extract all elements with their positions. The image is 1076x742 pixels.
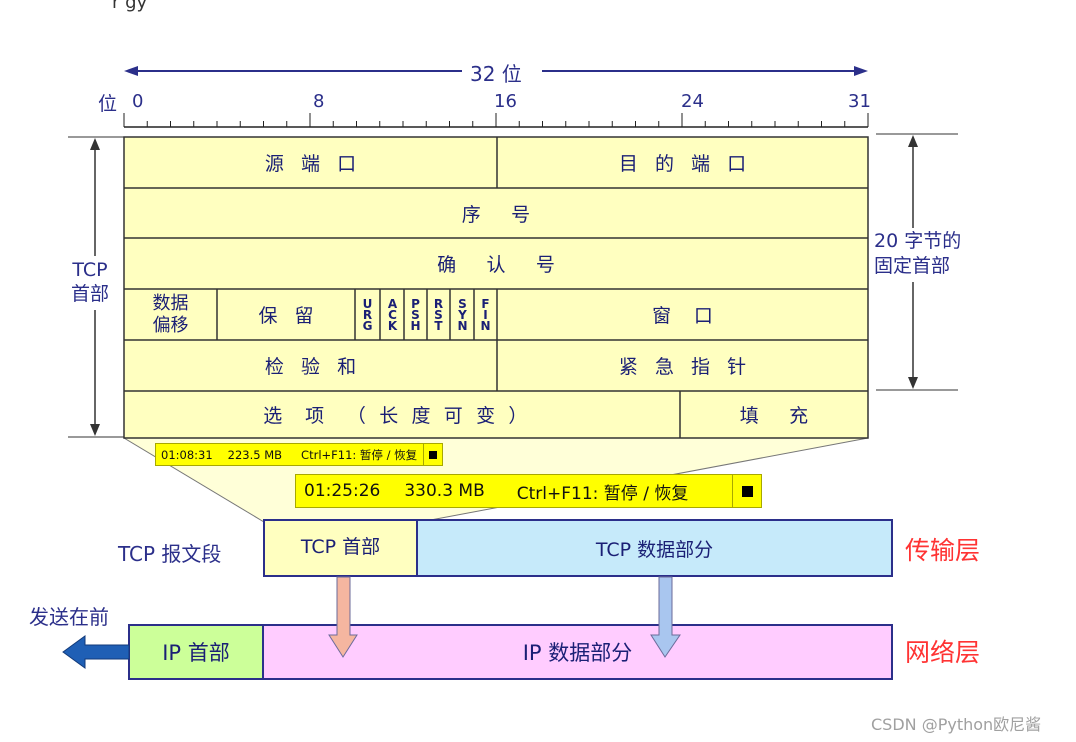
checksum-field: 检验和	[264, 356, 374, 378]
recorder-hotkey: Ctrl+F11: 暂停 / 恢复	[516, 483, 689, 504]
urgent-pointer-field: 紧急指针	[618, 356, 764, 378]
data-offset-line-1: 数据	[152, 292, 189, 314]
tick-label-24: 24	[681, 91, 704, 112]
tick-label-0: 0	[132, 91, 144, 112]
options-length-note: （长度可变）	[346, 405, 541, 427]
reserved-field: 保留	[258, 305, 331, 327]
tcp-segment-label: TCP 报文段	[118, 542, 222, 566]
flag-char: H	[410, 318, 421, 333]
recorder-hotkey: Ctrl+F11: 暂停 / 恢复	[301, 447, 418, 462]
top-fragment: r gy	[112, 0, 148, 13]
ip-header-block: IP 首部	[162, 641, 230, 665]
stop-button[interactable]	[732, 475, 761, 507]
tick-label-31: 31	[848, 91, 871, 112]
watermark: CSDN @Python欧尼酱	[871, 715, 1042, 734]
data-offset-field: 数据 偏移	[124, 289, 217, 340]
sequence-number-field: 序号	[461, 203, 561, 226]
tcp-header-side-label: TCP 首部	[71, 258, 110, 306]
flag-urg: U R G	[356, 290, 379, 340]
recorder-size: 223.5 MB	[227, 447, 283, 462]
fixed-header-side-label: 20 字节的 固定首部	[874, 229, 962, 279]
flag-psh: P S H	[404, 290, 427, 340]
recorder-toolbar-small[interactable]: 01:08:31 223.5 MB Ctrl+F11: 暂停 / 恢复	[155, 443, 443, 466]
tcp-header-side-line-2: 首部	[71, 283, 110, 305]
send-first-label: 发送在前	[29, 605, 109, 629]
stop-icon	[429, 450, 437, 459]
bit-axis-label: 位	[98, 93, 118, 115]
flag-char: A	[387, 296, 398, 311]
flag-char: P	[411, 296, 420, 311]
recorder-size: 330.3 MB	[404, 481, 485, 501]
tick-label-16: 16	[494, 91, 517, 112]
recorder-time: 01:25:26	[304, 481, 381, 501]
ip-data-block: IP 数据部分	[522, 641, 633, 665]
flag-char: N	[457, 318, 468, 333]
flag-char: U	[362, 296, 373, 311]
options-field: 选项 （长度可变）	[124, 391, 680, 438]
ack-number-field: 确认号	[437, 254, 586, 276]
flag-fin: F I N	[474, 290, 497, 340]
flag-char: S	[458, 296, 467, 311]
stop-button[interactable]	[423, 444, 442, 465]
flag-char: F	[481, 296, 490, 311]
data-offset-line-2: 偏移	[152, 314, 189, 336]
flag-char: R	[433, 296, 444, 311]
source-port-field: 源端口	[264, 153, 374, 175]
options-label: 选项	[263, 405, 347, 427]
flag-ack: A C K	[381, 290, 404, 340]
flag-char: I	[483, 307, 488, 322]
tcp-header-side-line-1: TCP	[72, 259, 108, 281]
flag-char: S	[434, 307, 443, 322]
flag-char: S	[411, 307, 420, 322]
flag-char: Y	[458, 307, 467, 322]
fixed-header-line-2: 固定首部	[874, 255, 951, 277]
flag-char: K	[387, 318, 398, 333]
padding-field: 填充	[739, 405, 839, 427]
flag-syn: S Y N	[451, 290, 474, 340]
flag-char: N	[480, 318, 491, 333]
flag-char: C	[388, 307, 397, 322]
dest-port-field: 目的端口	[618, 153, 764, 175]
flag-char: T	[434, 318, 443, 333]
flag-char: R	[362, 307, 373, 322]
recorder-toolbar-large[interactable]: 01:25:26 330.3 MB Ctrl+F11: 暂停 / 恢复	[295, 474, 762, 508]
transport-layer-label: 传输层	[905, 536, 981, 565]
flag-char: G	[362, 318, 373, 333]
tcp-data-block: TCP 数据部分	[595, 538, 714, 561]
tcp-header-block: TCP 首部	[300, 535, 381, 558]
bit-width-label: 32 位	[470, 62, 522, 86]
stop-icon	[741, 485, 753, 497]
tick-label-8: 8	[313, 91, 325, 112]
network-layer-label: 网络层	[905, 638, 981, 667]
flag-rst: R S T	[427, 290, 450, 340]
window-field: 窗口	[652, 305, 736, 327]
fixed-header-line-1: 20 字节的	[874, 230, 962, 252]
recorder-time: 01:08:31	[161, 447, 213, 462]
